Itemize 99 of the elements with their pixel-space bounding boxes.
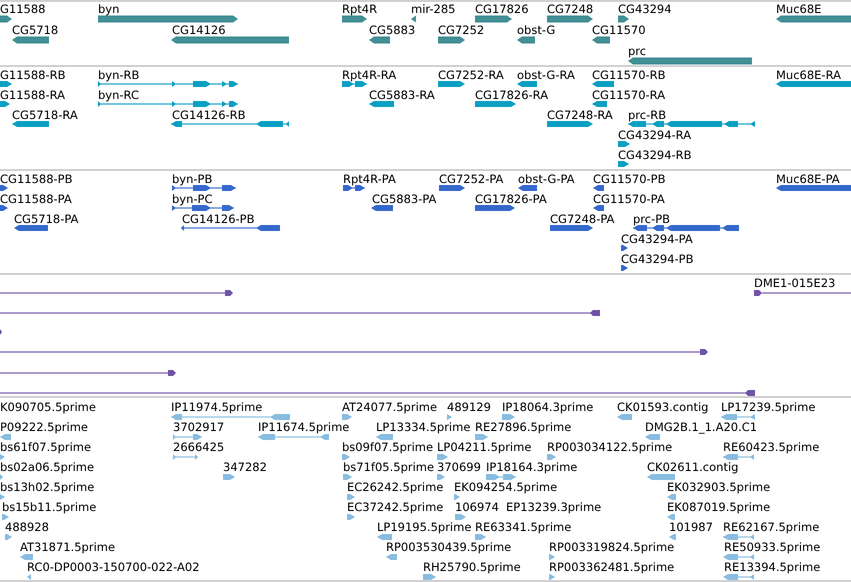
feature-label: RE13394.5prime xyxy=(724,560,820,574)
feature-label: DME1-015E23 xyxy=(754,276,836,290)
feature-label: IP18164.3prime xyxy=(486,460,578,474)
feature-label: obst-G xyxy=(517,23,556,37)
feature-label: 488928 xyxy=(5,520,49,534)
feature-label: Muc68E xyxy=(776,2,822,16)
feature-label: RE50933.5prime xyxy=(724,540,820,554)
feature-label: LP04211.5prime xyxy=(437,440,532,454)
feature-label: AT24077.5prime xyxy=(342,400,438,414)
feature-label: CG17826-PA xyxy=(475,192,547,206)
feature-label: prc-RB xyxy=(628,108,666,122)
feature-label: RE60423.5prime xyxy=(723,440,820,454)
feature-label: P09222.5prime xyxy=(0,420,88,434)
feature-label: IP11674.5prime xyxy=(258,420,350,434)
feature-label: byn-PB xyxy=(172,172,212,186)
feature-label: IP18064.3prime xyxy=(502,400,594,414)
feature-label: LP19195.5prime xyxy=(377,520,472,534)
feature-label: CG7252-PA xyxy=(439,172,504,186)
feature-label: CG5883-RA xyxy=(369,88,435,102)
feature-label: CG7252 xyxy=(438,23,484,37)
feature-label: byn-PC xyxy=(172,192,213,206)
feature-label: RE62167.5prime xyxy=(723,520,820,534)
feature-label: obst-G-RA xyxy=(517,68,575,82)
feature-label: EC26242.5prime xyxy=(347,480,444,494)
feature-label: CG11570-RA xyxy=(592,88,666,102)
feature-label: EP13239.3prime xyxy=(506,500,602,514)
feature-label: obst-G-PA xyxy=(518,172,575,186)
feature-label: CG11588-PA xyxy=(0,192,72,206)
feature-label: CG43294-PA xyxy=(621,232,693,246)
feature-label: RC0-DP0003-150700-022-A02 xyxy=(27,560,200,574)
feature-label: CG11570-PA xyxy=(593,192,665,206)
feature-label: bs09f07.5prime xyxy=(342,440,434,454)
feature-label: CK02611.contig xyxy=(647,460,738,474)
feature-label: CG7248-RA xyxy=(547,108,613,122)
feature-label: CG43294-PB xyxy=(621,252,694,266)
feature-label: EC37242.5prime xyxy=(347,500,444,514)
feature-label: Muc68E-RA xyxy=(776,68,841,82)
feature-label: 2666425 xyxy=(173,440,224,454)
feature-label: IP11974.5prime xyxy=(171,400,262,414)
feature-label: CG14126 xyxy=(172,23,226,37)
feature-label: EK094254.5prime xyxy=(454,480,558,494)
feature-label: CG43294-RA xyxy=(618,128,692,142)
feature-label: CG11570-PB xyxy=(593,172,666,186)
feature-label: mir-285 xyxy=(411,2,456,16)
feature-label: byn-RC xyxy=(98,88,139,102)
feature-label: Rpt4R xyxy=(342,2,378,16)
feature-label: byn-RB xyxy=(98,68,140,82)
feature-label: AT31871.5prime xyxy=(20,540,116,554)
feature-label: bs15b11.5prime xyxy=(2,500,96,514)
feature-label: bs71f05.5prime xyxy=(343,460,434,474)
feature-label: G11588 xyxy=(0,2,46,16)
feature-label: bs13h02.5prime xyxy=(0,480,94,494)
feature-label: CG5718-PA xyxy=(14,212,78,226)
feature-label: CG11570-RB xyxy=(592,68,666,82)
feature-label: CG7248 xyxy=(547,2,594,16)
feature-label: bs02a06.5prime xyxy=(0,460,94,474)
feature-label: CG5883-PA xyxy=(372,192,436,206)
feature-label: G11588-RB xyxy=(0,68,66,82)
feature-label: G11588-RA xyxy=(0,88,66,102)
feature-label: 3702917 xyxy=(173,420,224,434)
feature-label: CG5718 xyxy=(12,23,58,37)
feature-label: RE63341.5prime xyxy=(475,520,572,534)
feature-label: CG43294 xyxy=(618,2,672,16)
feature-label: RP003530439.5prime xyxy=(386,540,512,554)
feature-label: K090705.5prime xyxy=(0,400,96,414)
feature-label: 489129 xyxy=(447,400,491,414)
feature-label: Rpt4R-PA xyxy=(343,172,396,186)
feature-label: CG43294-RB xyxy=(618,148,692,162)
feature-label: LP17239.5prime xyxy=(721,400,816,414)
feature-label: CG5883 xyxy=(369,23,416,37)
feature-label: CG11570 xyxy=(592,23,646,37)
feature-label: CG7252-RA xyxy=(438,68,504,82)
feature-label: CG14126-PB xyxy=(182,212,254,226)
feature-label: CG17826-RA xyxy=(475,88,548,102)
feature-label: CG5718-RA xyxy=(12,108,78,122)
feature-label: CK01593.contig xyxy=(617,400,708,414)
feature-label: bs61f07.5prime xyxy=(0,440,92,454)
feature-label: 106974 xyxy=(455,500,499,514)
feature-label: 370699 xyxy=(437,460,481,474)
feature-label: RP003362481.5prime xyxy=(549,560,674,574)
feature-label: RE27896.5prime xyxy=(475,420,572,434)
feature-label: prc xyxy=(628,44,646,58)
feature-label: CG7248-PA xyxy=(550,212,614,226)
feature-label: EK087019.5prime xyxy=(667,500,770,514)
feature-label: Muc68E-PA xyxy=(776,172,840,186)
feature-label: EK032903.5prime xyxy=(667,480,770,494)
feature-label: RH25790.5prime xyxy=(423,560,521,574)
feature-label: CG17826 xyxy=(475,2,529,16)
feature-label: DMG2B.1_1.A20.C1 xyxy=(645,420,758,434)
feature-label: RP003034122.5prime xyxy=(547,440,672,454)
feature-label: prc-PB xyxy=(633,212,670,226)
feature-label: CG14126-RB xyxy=(172,108,246,122)
feature-label: RP003319824.5prime xyxy=(549,540,674,554)
feature-label: 101987 xyxy=(669,520,713,534)
feature-label: 347282 xyxy=(223,460,267,474)
feature-label: CG11588-PB xyxy=(0,172,72,186)
feature-label: Rpt4R-RA xyxy=(342,68,396,82)
feature-label: byn xyxy=(98,2,120,16)
feature-label: LP13334.5prime xyxy=(376,420,470,434)
